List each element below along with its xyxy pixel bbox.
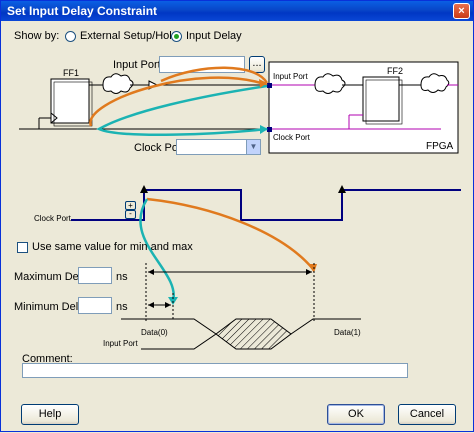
- max-dim-right-head: [306, 269, 312, 275]
- min-dim-left-head: [148, 302, 154, 308]
- title-bar[interactable]: Set Input Delay Constraint ×: [1, 1, 473, 21]
- clock-port-dropdown[interactable]: ▼: [176, 139, 261, 155]
- data0-label: Data(0): [141, 328, 168, 337]
- ff2-box: [362, 76, 400, 122]
- clock-edge-arrow-2: [338, 185, 346, 193]
- min-delay-unit: ns: [116, 301, 128, 313]
- clock-port-pin: [267, 127, 272, 132]
- dialog-title: Set Input Delay Constraint: [7, 4, 158, 18]
- output-logic-cloud: [420, 73, 450, 93]
- right-logic-cloud: [314, 73, 346, 94]
- max-delay-label: Maximum Delay:: [14, 271, 96, 283]
- max-delay-curve: [146, 197, 314, 270]
- orange-clock-arrow: [89, 76, 268, 127]
- clock-port-label: Clock Port:: [134, 142, 188, 154]
- comment-label: Comment:: [22, 353, 73, 365]
- close-button[interactable]: ×: [453, 3, 470, 19]
- ff1-clock-marker: [50, 112, 58, 124]
- edge-spin-up-button[interactable]: +: [125, 201, 136, 210]
- waveform-input-port-label: Input Port: [103, 339, 138, 348]
- radio-input-delay-label[interactable]: Input Delay: [186, 30, 242, 42]
- min-delay-input[interactable]: [78, 297, 112, 314]
- same-value-checkbox[interactable]: [17, 242, 28, 253]
- fpga-clock-port-label: Clock Port: [273, 133, 311, 142]
- data1-label: Data(1): [334, 328, 361, 337]
- data1-waveform: [290, 318, 361, 335]
- teal-hold-arrow: [96, 84, 268, 137]
- radio-external-setup-hold-label[interactable]: External Setup/Hold: [80, 30, 178, 42]
- cancel-button[interactable]: Cancel: [398, 404, 456, 425]
- same-value-label[interactable]: Use same value for min and max: [32, 241, 193, 253]
- chevron-down-icon[interactable]: ▼: [246, 140, 260, 154]
- data0-waveform: [121, 318, 217, 350]
- max-delay-input[interactable]: [78, 267, 112, 284]
- ff2-label: FF2: [387, 66, 403, 76]
- comment-input[interactable]: [22, 363, 408, 378]
- left-logic-cloud: [102, 73, 134, 94]
- waveform-clock-port-label: Clock Port: [34, 214, 72, 223]
- max-dim-left-head: [148, 269, 154, 275]
- radio-input-delay[interactable]: [171, 31, 182, 42]
- help-button[interactable]: Help: [21, 404, 79, 425]
- input-port-label: Input Port:: [113, 59, 164, 71]
- fpga-input-port-label: Input Port: [273, 72, 308, 81]
- data-transition-hatch: [215, 318, 292, 350]
- input-port-browse-button[interactable]: ...: [249, 56, 265, 73]
- ok-button[interactable]: OK: [327, 404, 385, 425]
- max-delay-unit: ns: [116, 271, 128, 283]
- ff1-shadow: [53, 81, 93, 127]
- orange-data-arrow: [160, 66, 269, 84]
- ff1-box: [50, 78, 90, 124]
- fpga-label: FPGA: [426, 141, 454, 152]
- ff2-shadow: [365, 79, 403, 125]
- clock-edge-arrow-1: [140, 185, 148, 193]
- orange-arrow-head: [259, 79, 267, 88]
- input-port-pin: [267, 83, 272, 88]
- clock-waveform: [71, 189, 461, 221]
- show-by-label: Show by:: [14, 30, 60, 42]
- min-dim-right-head: [165, 302, 171, 308]
- edge-spin-down-button[interactable]: -: [125, 210, 136, 219]
- min-delay-label: Minimum Delay:: [14, 301, 93, 313]
- radio-external-setup-hold[interactable]: [65, 31, 76, 42]
- teal-arrow-head: [260, 125, 268, 134]
- max-delay-curve-head: [308, 264, 317, 273]
- ff1-label: FF1: [63, 68, 79, 78]
- min-delay-curve: [139, 198, 175, 302]
